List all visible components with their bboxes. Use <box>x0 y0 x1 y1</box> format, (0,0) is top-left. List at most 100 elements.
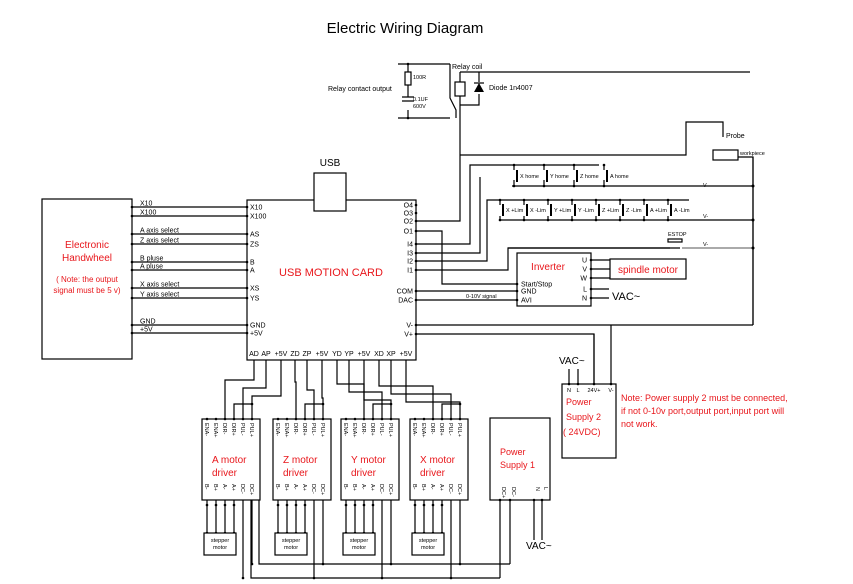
diode-label: Diode 1n4007 <box>489 85 533 92</box>
ps2-pin: L <box>576 388 579 394</box>
driver-bottom-pin: B+ <box>351 484 357 491</box>
ps2-note-2: if not 0-10v port,output port,input port… <box>621 406 784 416</box>
capacitor-icon <box>402 96 414 102</box>
card-pin-bottom: YP <box>344 351 354 358</box>
driver-top-pin: DIR- <box>292 423 298 434</box>
handwheel-signal-label: B pluse <box>140 256 163 263</box>
driver-top-pin: DIR+ <box>301 423 307 436</box>
driver-bottom-pin: A- <box>360 484 366 490</box>
limit-switch-icon <box>646 204 648 216</box>
driver-title-2: driver <box>420 468 446 479</box>
estop-switch[interactable]: ESTOP V- <box>508 232 753 249</box>
junction-dot <box>458 402 462 406</box>
driver-bottom-pin: A- <box>221 484 227 490</box>
stepper-label-2: motor <box>284 545 298 551</box>
junction-dot <box>130 331 134 335</box>
driver-top-pin: ENA+ <box>212 423 218 438</box>
card-pin-b: B <box>250 260 255 267</box>
card-pin-bottom: +5V <box>358 351 371 358</box>
card-pin-bottom: AD <box>249 351 259 358</box>
driver-bottom-pin: A- <box>429 484 435 490</box>
home-switch-label: X home <box>520 174 539 180</box>
vcc-wire <box>363 366 392 419</box>
junction-dot <box>130 268 134 272</box>
junction-dot <box>130 323 134 327</box>
limit-switch-label: Y +Lim <box>554 208 572 214</box>
driver-title-2: driver <box>283 468 309 479</box>
junction-dot <box>130 232 134 236</box>
usb-label: USB <box>320 158 341 169</box>
limit-switch-label: X -Lim <box>530 208 546 214</box>
card-pin-i4: I4 <box>407 242 413 249</box>
handwheel-signal-label: A axis select <box>140 228 179 235</box>
dc-lead <box>381 500 392 578</box>
limit-switch-label: Z -Lim <box>626 208 642 214</box>
driver-top-pin: ENA+ <box>351 423 357 438</box>
motor-driver-4: ENA-ENA+DIR-DIR+PUL-PUL+B-B+A-A+DC-DC+X … <box>409 417 469 580</box>
card-pin-o2: O2 <box>404 219 413 226</box>
card-pin-as: AS <box>250 232 260 239</box>
driver-bottom-pin: B- <box>203 484 209 490</box>
vminus-label-3: V- <box>703 242 708 248</box>
junction-dot <box>130 286 134 290</box>
ps2-title-3: ( 24VDC) <box>563 427 601 437</box>
card-pin-bottom: XP <box>386 351 396 358</box>
junction-dot <box>205 503 209 507</box>
driver-top-pin: DIR+ <box>369 423 375 436</box>
limit-switch-icon <box>670 204 672 216</box>
junction-dot <box>250 402 254 406</box>
ps1-pin: N <box>534 487 540 491</box>
card-pin-bottom: +5V <box>275 351 288 358</box>
driver-bottom-pin: DC- <box>378 484 384 494</box>
junction-dot <box>130 205 134 209</box>
driver-bottom-pin: DC+ <box>456 484 462 495</box>
driver-top-pin: PUL- <box>447 423 453 436</box>
home-switch-icon <box>546 170 548 182</box>
driver-title-1: X motor <box>420 455 456 466</box>
junction-dot <box>422 417 426 421</box>
electronic-handwheel <box>41 198 133 360</box>
driver-bottom-pin: B- <box>411 484 417 490</box>
stepper-label-1: stepper <box>282 538 301 544</box>
card-pin-bottom: YD <box>332 351 342 358</box>
handwheel-signal-label: Z axis select <box>140 238 179 245</box>
card-pin-xs: XS <box>250 286 260 293</box>
estop-label: ESTOP <box>668 232 687 238</box>
home-switch-icon <box>576 170 578 182</box>
junction-dot <box>413 417 417 421</box>
driver-bottom-pin: B- <box>274 484 280 490</box>
vcc-wire <box>233 366 282 419</box>
driver-top-pin: DIR+ <box>230 423 236 436</box>
junction-dot <box>414 211 418 215</box>
inverter <box>516 252 592 307</box>
card-pin-bottom: +5V <box>316 351 329 358</box>
card-pin-i2: I2 <box>407 259 413 266</box>
junction-dot <box>515 298 519 302</box>
card-pin-bottom: +5V <box>400 351 413 358</box>
inverter-title: Inverter <box>531 262 566 273</box>
junction-dot <box>130 260 134 264</box>
handwheel-note-2: signal must be 5 v) <box>53 286 120 295</box>
card-pin-zs: ZS <box>250 242 259 249</box>
estop-icon[interactable] <box>667 238 683 243</box>
driver-title-1: Y motor <box>351 455 386 466</box>
inverter-vac-label: VAC~ <box>612 291 640 303</box>
driver-top-pin: DIR- <box>221 423 227 434</box>
driver-bottom-pin: A- <box>292 484 298 490</box>
motor-driver-box <box>272 418 332 501</box>
driver-top-pin: PUL- <box>310 423 316 436</box>
driver-top-pin: PUL+ <box>319 423 325 437</box>
inverter-pin: N <box>582 296 587 303</box>
ps1-vac-label: VAC~ <box>526 541 552 552</box>
inverter-pin: GND <box>521 289 537 296</box>
ps2-vac-label: VAC~ <box>559 356 585 367</box>
limit-switch-icon <box>526 204 528 216</box>
driver-top-pin: PUL+ <box>248 423 254 437</box>
driver-top-pin: PUL- <box>378 423 384 436</box>
junction-dot <box>130 214 134 218</box>
probe-label: Probe <box>726 133 745 140</box>
handwheel-title-2: Handwheel <box>62 253 112 264</box>
driver-bottom-pin: DC+ <box>387 484 393 495</box>
